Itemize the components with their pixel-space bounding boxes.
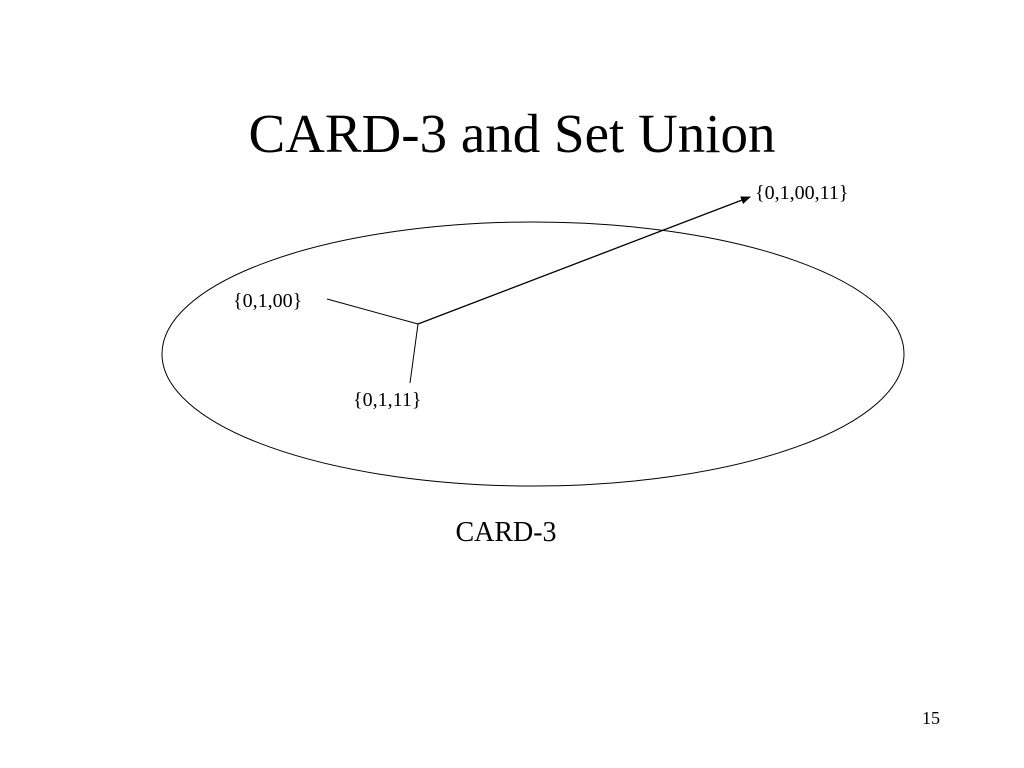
slide-title: CARD-3 and Set Union [248, 103, 776, 164]
set-label-0-1-00: {0,1,00} [233, 290, 302, 312]
card-3-ellipse [161, 221, 905, 487]
set-label-union: {0,1,00,11} [755, 182, 848, 204]
union-arrow [417, 196, 751, 325]
page-number: 15 [922, 708, 940, 728]
card-3-label: CARD-3 [455, 517, 556, 548]
edge-set-a-to-join [326, 298, 419, 325]
set-label-0-1-11: {0,1,11} [353, 389, 421, 411]
edge-set-b-to-join [409, 323, 419, 384]
